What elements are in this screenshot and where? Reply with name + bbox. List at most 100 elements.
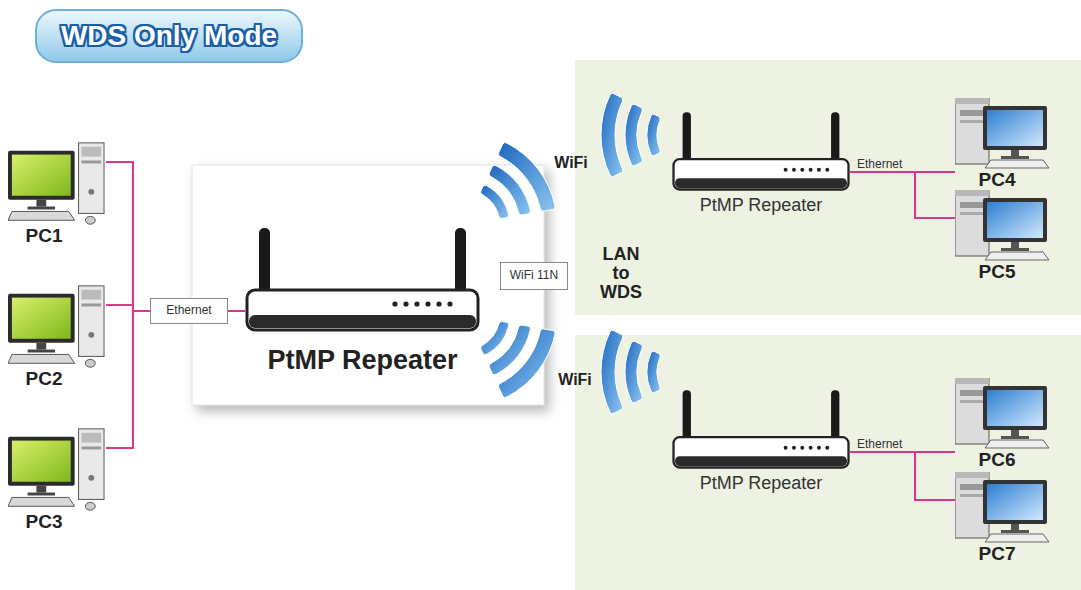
port-label-box: WiFi 11N (500, 262, 568, 290)
node-label: PC4 (967, 170, 1027, 191)
network-panel (575, 60, 1081, 315)
computer-node: PC4 (955, 98, 1050, 192)
monitor-frame (8, 437, 75, 486)
node-label: PtMP Repeater (245, 346, 480, 376)
monitor-frame (983, 106, 1047, 150)
computer-icon (955, 472, 1050, 544)
drive-bay (82, 290, 102, 300)
signal-wave (481, 185, 509, 218)
monitor-frame (983, 198, 1047, 242)
keyboard (8, 497, 75, 506)
port-label-box: Ethernet (150, 298, 228, 324)
antenna (455, 228, 466, 296)
tower-case (79, 143, 104, 214)
status-led (447, 301, 452, 306)
router-icon (672, 112, 850, 192)
status-led (800, 168, 804, 172)
monitor-base (28, 350, 55, 353)
monitor-stand (1011, 242, 1019, 248)
antenna (683, 390, 691, 442)
wire-label: Ethernet (857, 437, 902, 451)
text-label: WiFi (546, 153, 596, 172)
monitor-frame (983, 386, 1047, 430)
wifi-signal (481, 143, 555, 219)
monitor-base (28, 493, 55, 496)
node-label: PC6 (967, 450, 1027, 471)
status-led (809, 168, 813, 172)
status-led (392, 301, 397, 306)
node-label: Ethernet (166, 304, 211, 317)
mouse (85, 502, 95, 510)
monitor-stand (36, 200, 46, 207)
computer-node: PC6 (955, 378, 1050, 472)
computer-node: PC2 (8, 285, 106, 393)
node-label: PC1 (8, 226, 80, 247)
computer-icon (8, 428, 106, 513)
status-led (800, 446, 804, 450)
drive-slot (82, 446, 102, 449)
node-label: PtMP Repeater (672, 196, 850, 216)
antenna (259, 228, 270, 296)
monitor-stand (36, 486, 46, 493)
status-led (792, 168, 796, 172)
status-led (825, 446, 829, 450)
status-led (809, 446, 813, 450)
router-body (674, 437, 849, 467)
computer-node: PC5 (955, 190, 1050, 284)
ethernet-wire (106, 162, 150, 311)
computer-icon (8, 142, 106, 227)
monitor-stand (36, 343, 46, 350)
drive-slot (960, 120, 984, 123)
tower-top (955, 378, 989, 384)
status-led (825, 168, 829, 172)
keyboard (8, 354, 75, 363)
monitor-screen (12, 441, 71, 482)
monitor-frame (8, 151, 75, 200)
computer-icon (955, 98, 1050, 170)
mouse (85, 359, 95, 367)
monitor-base (1001, 436, 1029, 439)
signal-wave (499, 143, 556, 212)
ethernet-wire (850, 452, 955, 500)
wifi-signal (601, 93, 660, 176)
drive-bay (960, 390, 984, 396)
computer-icon (955, 190, 1050, 262)
ethernet-wire (228, 310, 245, 312)
status-led (792, 446, 796, 450)
tower-case (79, 286, 104, 357)
diagram-title: WDS Only Mode (36, 10, 302, 62)
signal-wave (647, 351, 660, 392)
keyboard (8, 211, 75, 220)
monitor-base (1001, 530, 1029, 533)
wifi-signal (481, 322, 555, 398)
drive-slot (960, 494, 984, 497)
drive-bay (82, 147, 102, 157)
computer-node: PC1 (8, 142, 106, 250)
power-button (88, 332, 94, 338)
mouse (85, 216, 95, 224)
signal-wave (601, 93, 623, 176)
monitor-base (1001, 248, 1029, 251)
signal-wave (499, 329, 556, 398)
status-led (403, 301, 408, 306)
router-body (674, 159, 849, 189)
network-panel (575, 335, 1081, 590)
antenna (831, 112, 839, 164)
keyboard (985, 534, 1049, 542)
text-label: LAN to WDS (595, 245, 647, 302)
status-led (425, 301, 430, 306)
signal-wave (625, 341, 642, 402)
status-led (784, 446, 788, 450)
text-label: WiFi (550, 370, 600, 389)
drive-bay (82, 433, 102, 443)
repeater-node: PtMP Repeater (672, 390, 850, 502)
node-label: WiFi 11N (510, 269, 558, 282)
power-button (88, 189, 94, 195)
router-base (675, 178, 847, 188)
monitor-screen (987, 484, 1043, 520)
status-led (817, 168, 821, 172)
keyboard (985, 252, 1049, 260)
status-led (436, 301, 441, 306)
